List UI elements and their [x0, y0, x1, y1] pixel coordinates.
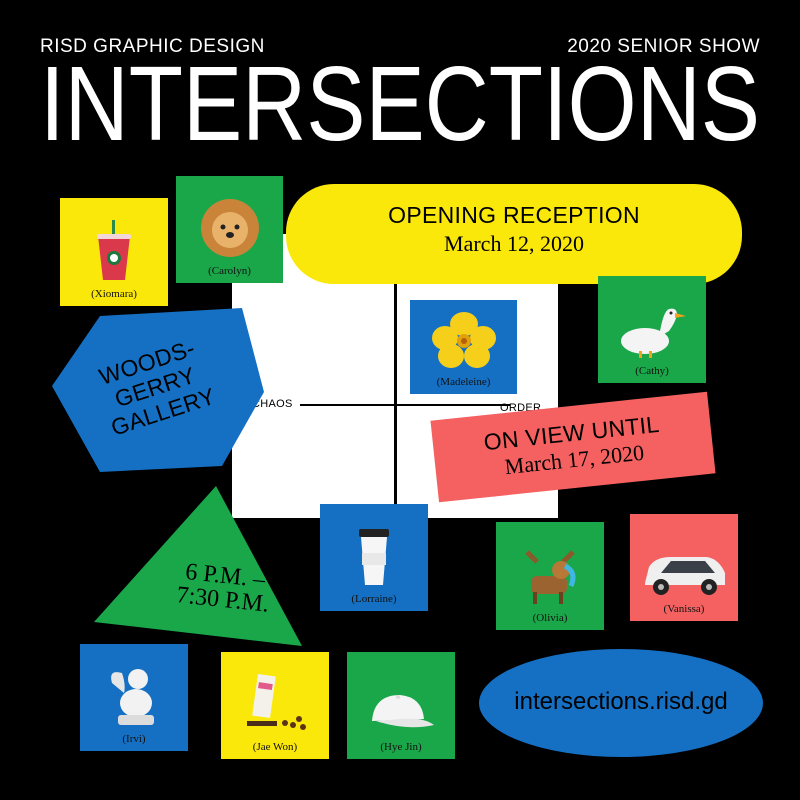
coffee-cup-icon: [359, 529, 389, 585]
pocky-and-coffee-beans-icon: [247, 673, 306, 730]
header-left-text: RISD GRAPHIC DESIGN: [40, 36, 265, 57]
poster-title: INTERSECTIONS: [40, 52, 760, 152]
website-link[interactable]: intersections.risd.gd: [514, 688, 728, 715]
card-caption: (Olivia): [532, 612, 568, 624]
card-jae-won: (Jae Won): [221, 652, 329, 759]
card-caption: (Lorraine): [351, 593, 397, 605]
hibiscus-flower-icon: [431, 312, 496, 368]
card-caption: (Hye Jin): [380, 741, 422, 753]
reception-date: March 12, 2020: [444, 231, 584, 256]
card-cathy: (Cathy): [598, 276, 706, 383]
card-caption: (Cathy): [635, 365, 669, 377]
reception-label: OPENING RECEPTION: [388, 202, 640, 228]
duck-icon: [621, 308, 686, 358]
card-lorraine: (Lorraine): [320, 504, 428, 611]
opening-reception-pill: OPENING RECEPTION March 12, 2020: [286, 184, 742, 284]
iced-drink-icon: [97, 220, 131, 280]
axis-label-chaos: CHAOS: [252, 398, 293, 410]
card-xiomara: (Xiomara): [60, 198, 168, 306]
dog-bread-icon: [200, 199, 259, 257]
baseball-cap-icon: [372, 695, 434, 728]
horizontal-axis: [300, 404, 510, 406]
minivan-icon: [645, 557, 725, 595]
card-hye-jin: (Hye Jin): [347, 652, 455, 759]
card-vanissa: (Vanissa): [630, 514, 738, 621]
card-caption: (Carolyn): [208, 265, 251, 277]
card-madeleine: (Madeleine): [410, 300, 517, 394]
gallery-hexagon: WOODS- GERRY GALLERY: [44, 308, 266, 474]
card-caption: (Irvi): [122, 733, 146, 745]
card-irvi: (Irvi): [80, 644, 188, 751]
time-triangle: 6 P.M. – 7:30 P.M.: [94, 486, 304, 646]
poster-title-text: INTERSECTIONS: [40, 52, 760, 152]
website-ellipse: intersections.risd.gd: [478, 646, 764, 760]
card-caption: (Vanissa): [663, 603, 705, 615]
card-olivia: (Olivia): [496, 522, 604, 630]
card-caption: (Xiomara): [91, 288, 137, 300]
card-carolyn: (Carolyn): [176, 176, 283, 283]
header-right-text: 2020 SENIOR SHOW: [567, 36, 760, 57]
moose-toy-icon: [525, 550, 576, 604]
cherub-statue-icon: [111, 669, 154, 725]
card-caption: (Jae Won): [252, 741, 298, 753]
card-caption: (Madeleine): [436, 376, 491, 388]
vertical-axis: [394, 284, 397, 504]
